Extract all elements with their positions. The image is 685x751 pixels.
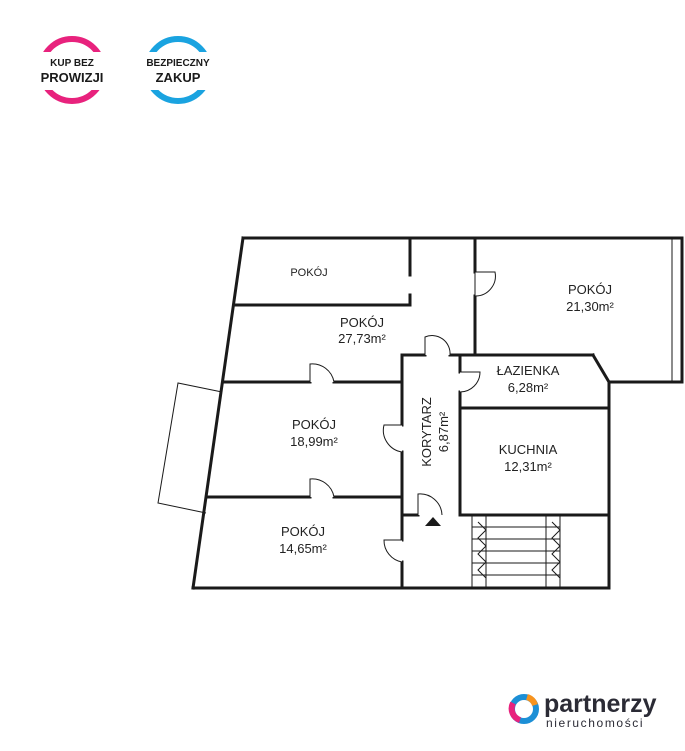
room-lazienka-area: 6,28m²: [508, 380, 549, 395]
badge-right-line2: ZAKUP: [156, 70, 201, 85]
room-kuchnia-name: KUCHNIA: [499, 442, 558, 457]
balcony: [157, 382, 223, 514]
room-kuchnia-area: 12,31m²: [504, 459, 552, 474]
partnerzy-logo-icon: [508, 694, 539, 724]
walls: [191, 236, 684, 590]
bezpieczny-zakup-badge: BEZPIECZNY ZAKUP: [138, 36, 218, 104]
room-pokoj-c-area: 18,99m²: [290, 434, 338, 449]
kup-bez-prowizji-badge: KUP BEZ PROWIZJI: [34, 36, 110, 104]
logo-name: partnerzy: [544, 690, 657, 718]
room-pokoj-small-name: POKÓJ: [290, 266, 327, 279]
room-lazienka-name: ŁAZIENKA: [497, 363, 560, 378]
room-korytarz-area: 6,87m²: [436, 411, 451, 452]
room-pokoj-b-area: 21,30m²: [566, 299, 614, 314]
room-korytarz-name: KORYTARZ: [419, 397, 434, 467]
room-pokoj-c-name: POKÓJ: [292, 417, 336, 432]
badge-right-line1: BEZPIECZNY: [146, 58, 210, 69]
staircase: [471, 515, 561, 588]
doors: [309, 271, 496, 563]
badge-left-line2: PROWIZJI: [41, 70, 104, 85]
room-pokoj-a-area: 27,73m²: [338, 331, 386, 346]
partnerzy-logo: partnerzy nieruchomości: [508, 690, 657, 730]
room-pokoj-a-name: POKÓJ: [340, 315, 384, 330]
badge-left-line1: KUP BEZ: [50, 58, 94, 69]
room-pokoj-d-name: POKÓJ: [281, 524, 325, 539]
logo-tagline: nieruchomości: [546, 716, 644, 730]
room-pokoj-d-area: 14,65m²: [279, 541, 327, 556]
room-pokoj-b-name: POKÓJ: [568, 282, 612, 297]
